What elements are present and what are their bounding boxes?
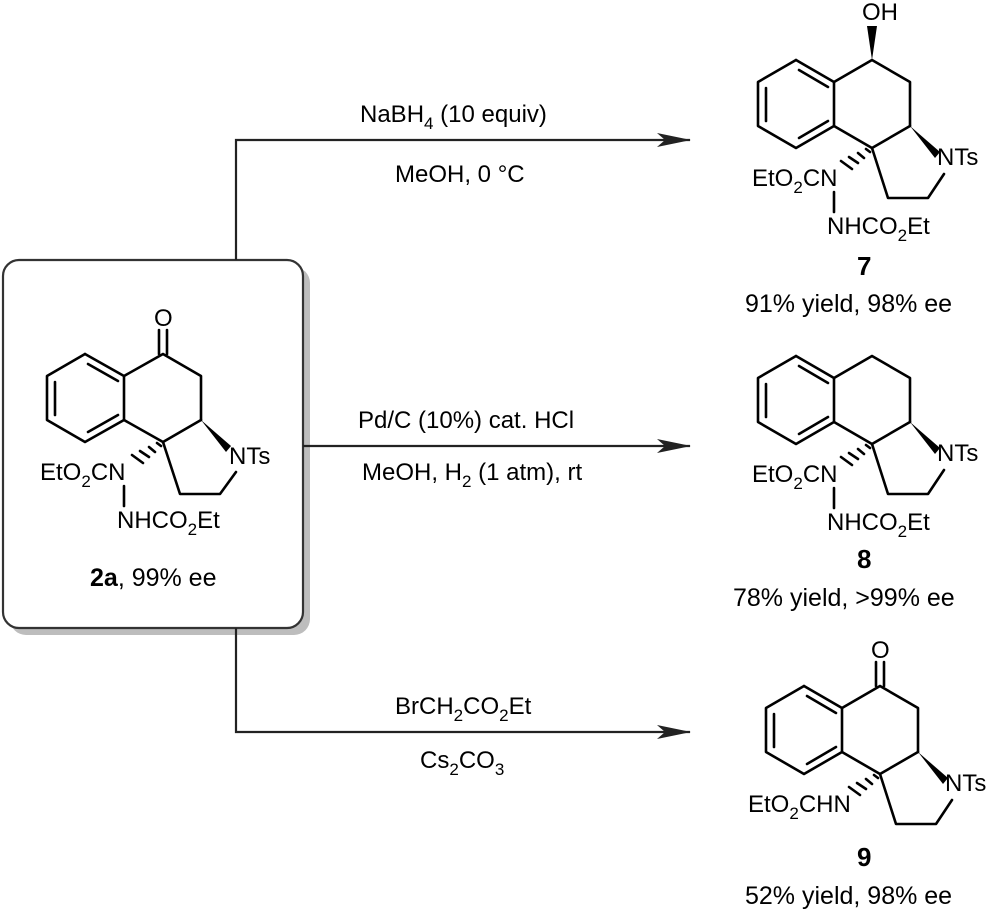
compound-8-structure: NTs EtO2CN NHCO2Et [752,354,978,541]
conditions-top-line1: NaBH4 (10 equiv) [360,101,547,133]
ring-fusion-bond [832,420,874,446]
wedge-bond [910,126,940,158]
atom-oxo: O [154,305,173,332]
compound-9-result: 52% yield, 98% ee [745,882,952,910]
pyrrolidine-bonds [161,440,238,496]
ring-fusion-bond [840,750,882,776]
ring-b-bottom-bond [870,124,912,150]
branch-arrow-bottom [234,628,691,739]
compound-9-number: 9 [857,842,871,872]
benzene-ring [756,354,836,446]
ring-b-bonds [832,58,912,128]
compound-2a-caption: 2a, 99% ee [90,564,217,592]
compound-8-result: 78% yield, >99% ee [733,584,955,612]
hashed-bond [839,443,872,467]
pyrrolidine-bonds [878,772,954,826]
conditions-bottom-line2: Cs2CO3 [420,747,504,779]
conditions-bottom-line1: BrCH2CO2Et [395,693,532,725]
pyrrolidine-bonds [870,146,946,200]
compound-7-number: 7 [857,251,871,281]
hashed-bond [130,441,163,465]
atom-ester-n: EtO2CN [40,459,125,491]
ring-b-bonds [832,354,912,424]
hashed-bond [839,147,872,171]
branch-arrow-top [234,133,691,260]
compound-9-structure: O NTs EtO2CHN [748,637,986,826]
ring-fusion-bond [122,418,165,444]
atom-ester-n: EtO2CN [752,165,837,197]
benzene-ring [764,684,844,776]
starting-material-box [1,258,310,635]
compound-7-structure: OH NTs EtO2CN NHCO2Et [752,0,978,245]
conditions-top-line2: MeOH, 0 °C [395,161,525,188]
ring-b-bonds [122,352,203,422]
atom-ester-n: EtO2CN [752,461,837,493]
ring-b-bottom-bond [878,750,920,776]
oh-wedge-bond [867,26,877,60]
benzene-ring [756,58,836,150]
pyrrolidine-bonds [870,442,946,496]
atom-nh-carbamate: NHCO2Et [117,507,220,539]
atom-nh-carbamate: NHCO2Et [827,509,930,541]
compound-8-number: 8 [857,544,871,574]
ring-b-bottom-bond [870,420,912,446]
box-frame [1,258,305,630]
compound-7-result: 91% yield, 98% ee [745,290,952,318]
conditions-middle-line2: MeOH, H2 (1 atm), rt [362,459,582,491]
atom-carbamate-nh: EtO2CHN [748,791,851,823]
atom-oh: OH [862,0,898,26]
ring-fusion-bond [832,124,874,150]
ring-b-bottom-bond [161,418,203,444]
atom-nts: NTs [937,144,978,171]
hashed-bond [847,773,880,797]
ring-b-bonds [840,684,920,754]
atom-nts: NTs [945,770,986,797]
compound-2a-structure: O NTs EtO2CN NHCO2Et [40,305,270,539]
wedge-bond [201,420,231,452]
atom-nh-carbamate: NHCO2Et [827,213,930,245]
conditions-middle-line1: Pd/C (10%) cat. HCl [358,407,574,434]
atom-nts: NTs [937,440,978,467]
wedge-bond [910,422,940,454]
atom-nts: NTs [229,443,270,470]
atom-oxo: O [871,637,890,664]
wedge-bond [918,752,948,784]
